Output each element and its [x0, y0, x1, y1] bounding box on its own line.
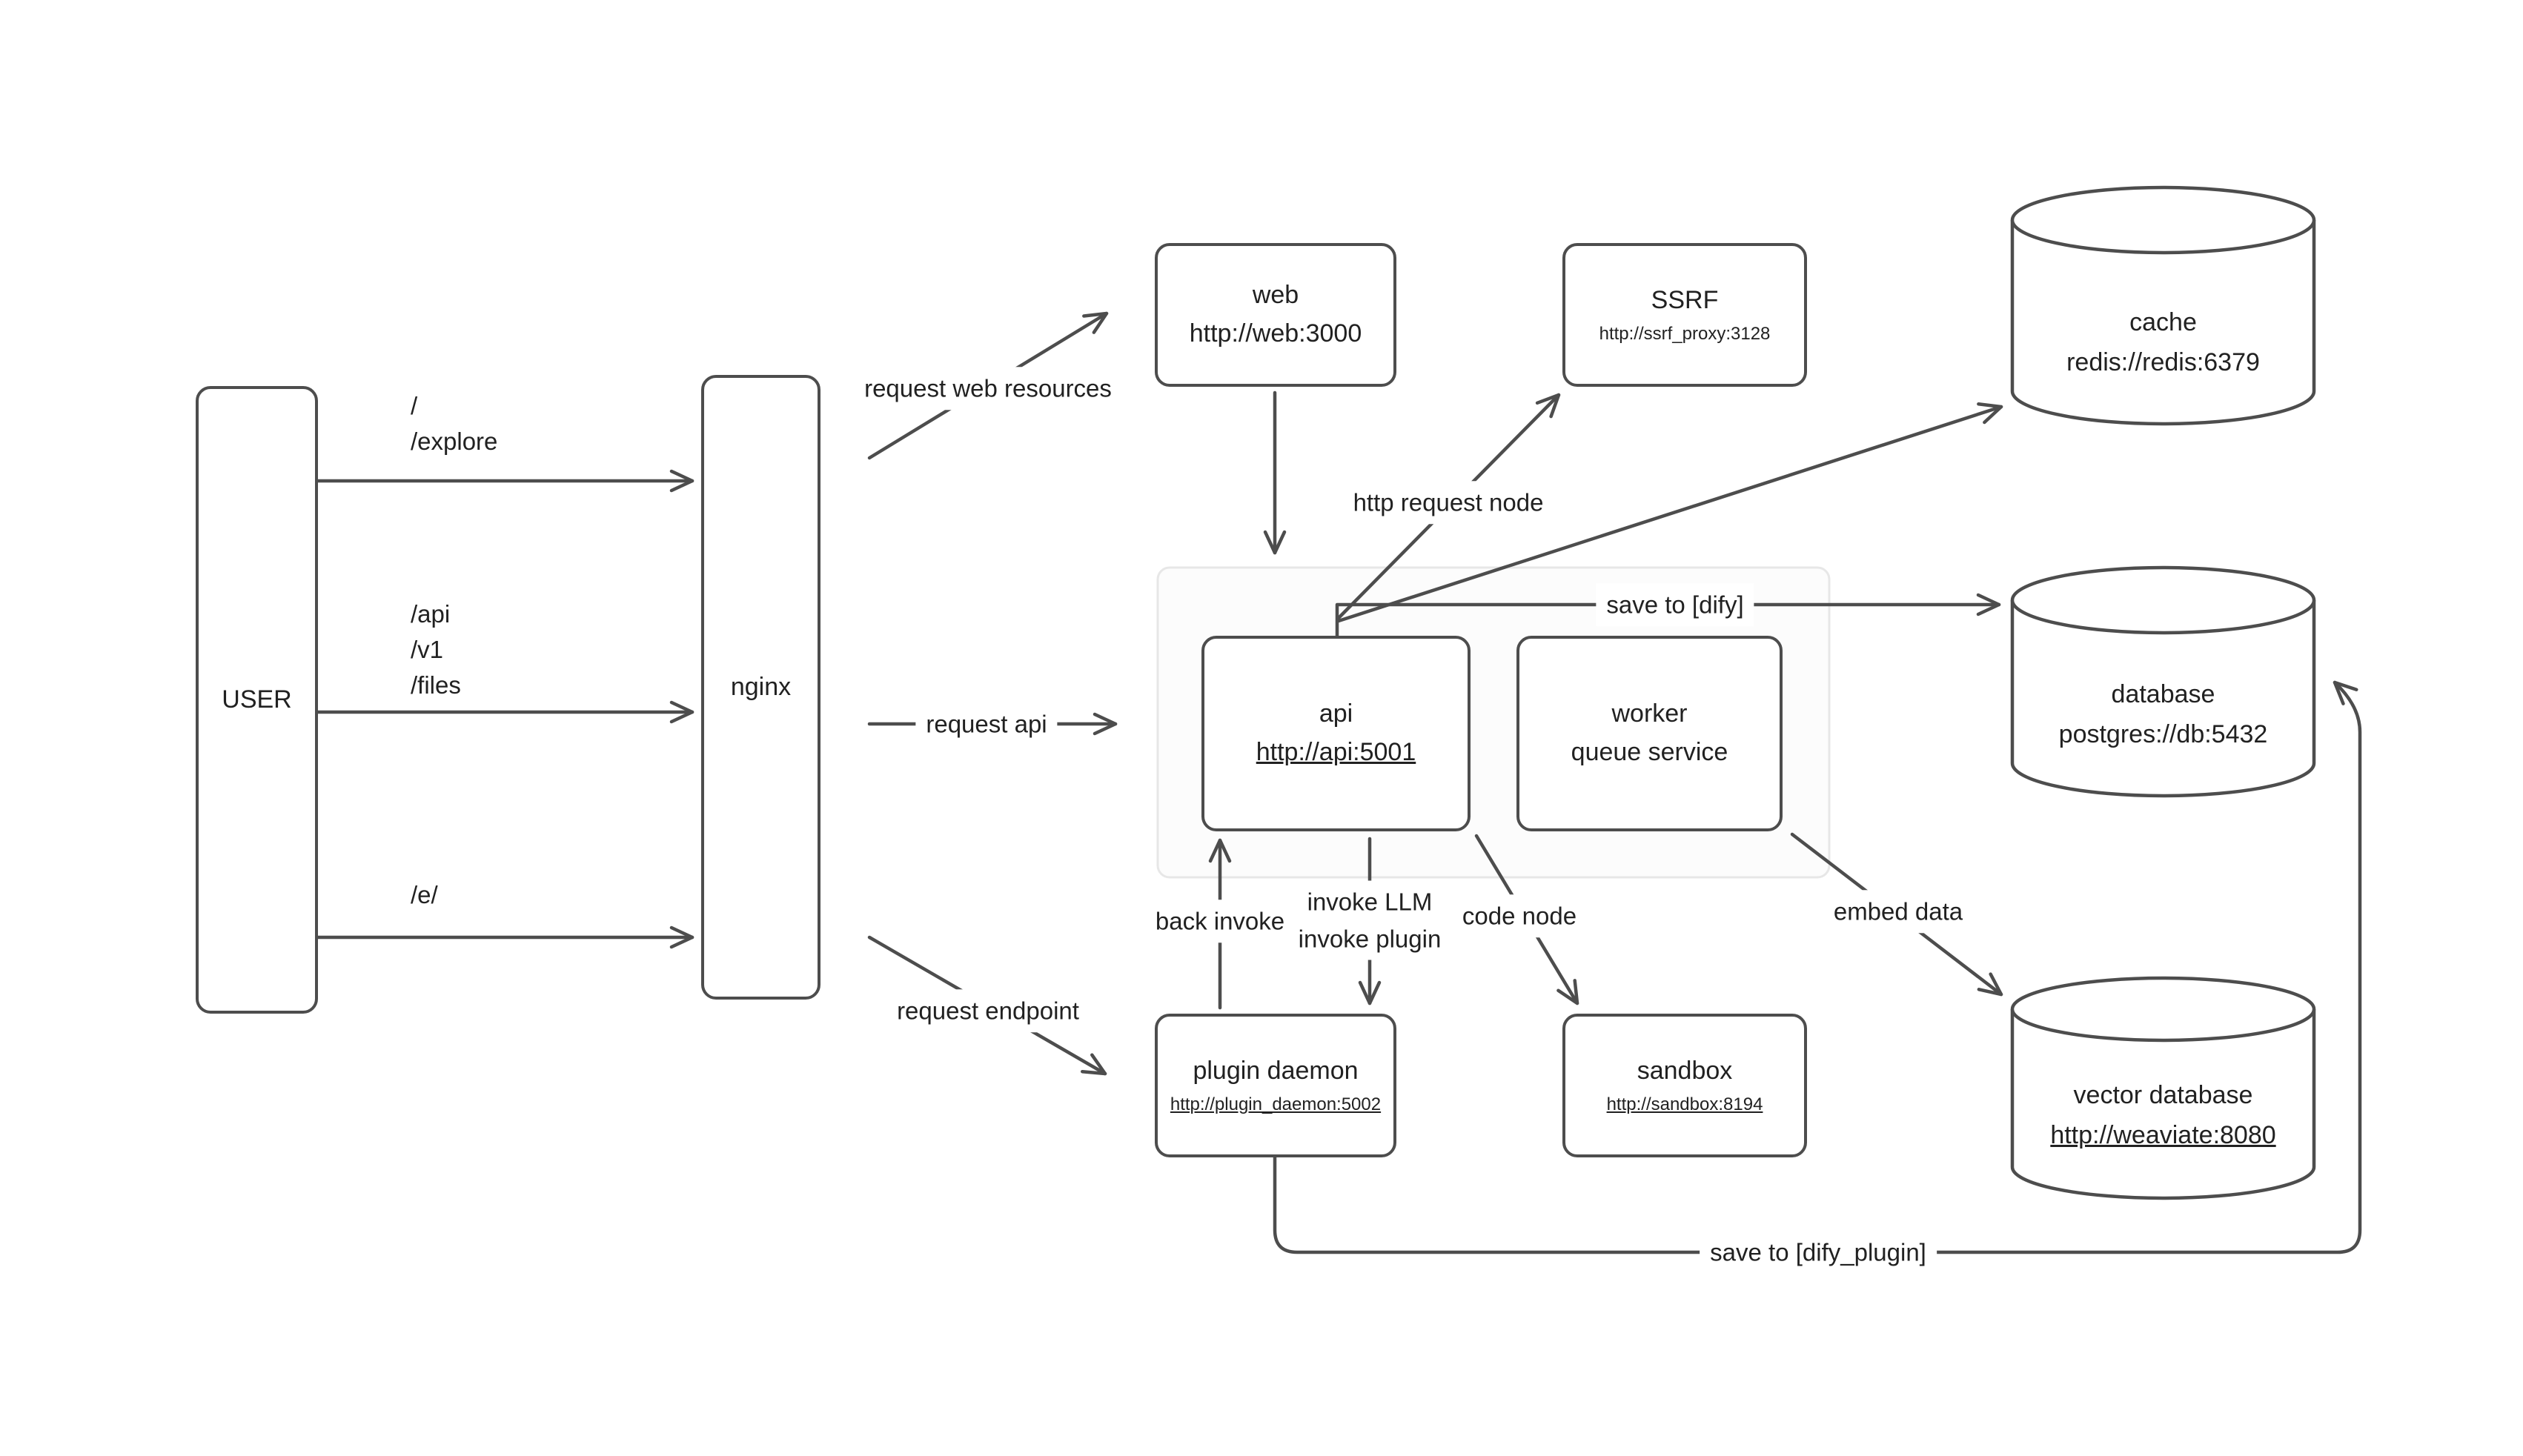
user-route-labels-bottom: /e/ — [411, 877, 438, 913]
nginx-node-label: nginx — [730, 672, 792, 701]
edge-label-http-request-node: http request node — [1342, 481, 1554, 524]
plugin-daemon-node-url: http://plugin_daemon:5002 — [1170, 1094, 1382, 1114]
user-node: USER — [196, 386, 318, 1014]
edge-plugin-daemon-to-database — [1273, 680, 2362, 1254]
ssrf-node-title: SSRF — [1651, 286, 1719, 315]
edge-label-invoke-llm: invoke LLM — [1307, 888, 1433, 916]
edge-label-save-to-dify: save to [dify] — [1596, 583, 1754, 626]
edge-label-request-endpoint: request endpoint — [886, 989, 1090, 1032]
worker-node-title: worker — [1611, 699, 1688, 728]
sandbox-node: sandbox http://sandbox:8194 — [1562, 1014, 1807, 1157]
route-api: /api — [411, 600, 451, 628]
route-explore: /explore — [411, 428, 498, 455]
sandbox-node-title: sandbox — [1637, 1057, 1733, 1086]
database-cylinder-shape — [2010, 565, 2316, 798]
user-route-labels-middle: /api /v1 /files — [411, 596, 461, 703]
edge-api-to-database — [1335, 593, 2001, 638]
route-files: /files — [411, 671, 461, 699]
ssrf-node-url: http://ssrf_proxy:3128 — [1599, 324, 1771, 344]
user-node-label: USER — [222, 685, 292, 714]
edge-label-save-to-dify-plugin: save to [dify_plugin] — [1700, 1231, 1937, 1274]
cache-cylinder-shape — [2010, 185, 2316, 426]
api-node: api http://api:5001 — [1201, 636, 1471, 831]
edge-label-request-api: request api — [915, 702, 1058, 745]
web-node-url: http://web:3000 — [1189, 319, 1362, 348]
route-root: / — [411, 392, 418, 419]
sandbox-node-url: http://sandbox:8194 — [1606, 1094, 1763, 1114]
worker-node-subtitle: queue service — [1571, 738, 1728, 766]
worker-node: worker queue service — [1516, 636, 1783, 831]
route-v1: /v1 — [411, 636, 444, 663]
api-node-url: http://api:5001 — [1256, 738, 1416, 766]
edge-label-request-web-resources: request web resources — [854, 367, 1122, 410]
edge-label-embed-data: embed data — [1823, 890, 1974, 933]
edge-label-back-invoke: back invoke — [1144, 900, 1296, 943]
web-node: web http://web:3000 — [1155, 243, 1396, 387]
vector-database-cylinder-shape — [2010, 976, 2316, 1200]
edge-api-to-cache — [1336, 402, 2003, 623]
edge-label-invoke: invoke LLM invoke plugin — [1287, 880, 1452, 960]
nginx-node: nginx — [701, 375, 820, 1000]
plugin-daemon-node-title: plugin daemon — [1193, 1057, 1359, 1086]
user-route-labels-top: / /explore — [411, 388, 497, 459]
api-node-title: api — [1319, 699, 1353, 728]
web-node-title: web — [1252, 281, 1299, 310]
ssrf-node: SSRF http://ssrf_proxy:3128 — [1562, 243, 1807, 387]
edge-label-code-node: code node — [1451, 894, 1588, 937]
route-e: /e/ — [411, 881, 438, 908]
edge-label-invoke-plugin: invoke plugin — [1298, 925, 1442, 952]
plugin-daemon-node: plugin daemon http://plugin_daemon:5002 — [1155, 1014, 1396, 1157]
